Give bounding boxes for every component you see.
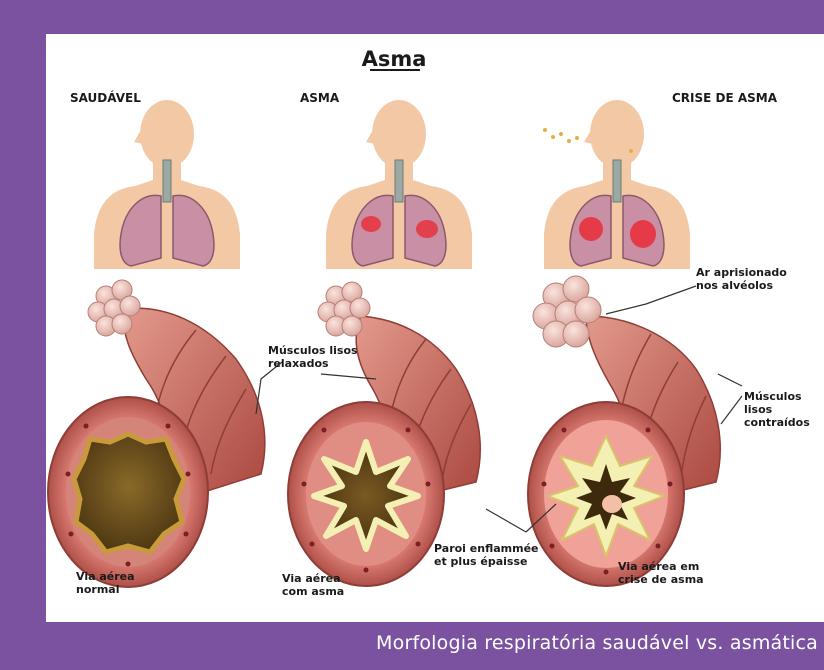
airway-label-asthma-2: com asma bbox=[282, 585, 344, 598]
figure-asthma bbox=[326, 100, 472, 269]
lumen-asthma bbox=[314, 442, 418, 549]
figure-asthma-crisis bbox=[543, 100, 690, 269]
trachea-crisis bbox=[613, 160, 621, 202]
callout-trapped-air-1: Ar aprisionado bbox=[696, 266, 787, 279]
heading-asthma-crisis: CRISE DE ASMA bbox=[672, 91, 778, 105]
head-asthma bbox=[372, 100, 426, 168]
asthma-diagram: Asma SAUDÁVEL ASMA CRISE DE ASMA bbox=[46, 34, 824, 622]
airway-label-healthy-1: Via aérea bbox=[76, 570, 135, 583]
inflammation-left-crisis bbox=[579, 217, 603, 241]
trachea-asthma bbox=[395, 160, 403, 202]
callout-trapped-air-2: nos alvéolos bbox=[696, 279, 773, 292]
lumen-healthy bbox=[74, 434, 184, 552]
head-crisis bbox=[590, 100, 644, 168]
inflammation-right-asthma bbox=[416, 220, 438, 238]
trachea-healthy bbox=[163, 160, 171, 202]
mucus-plug-crisis bbox=[602, 495, 622, 513]
callout-contracted-muscles-1: Músculos bbox=[744, 390, 802, 403]
diagram-title: Asma bbox=[362, 47, 427, 71]
inflammation-left-asthma bbox=[361, 216, 381, 232]
heading-healthy: SAUDÁVEL bbox=[70, 90, 141, 105]
callout-contracted-muscles-3: contraídos bbox=[744, 416, 810, 429]
alveoli-asthma bbox=[318, 282, 370, 336]
airway-label-crisis-1: Via aérea em bbox=[618, 560, 699, 573]
airway-label-crisis-2: crise de asma bbox=[618, 573, 704, 586]
callout-relaxed-muscles-1: Músculos lisos bbox=[268, 344, 358, 357]
figure-healthy bbox=[94, 100, 240, 269]
airway-label-healthy-2: normal bbox=[76, 583, 119, 596]
head-healthy bbox=[140, 100, 194, 168]
airway-asthma-crisis bbox=[528, 276, 720, 586]
callout-inflamed-wall-1: Paroi enflammée bbox=[434, 542, 538, 555]
airway-healthy bbox=[48, 280, 265, 587]
heading-asthma: ASMA bbox=[300, 91, 340, 105]
airway-asthma bbox=[288, 282, 480, 586]
callout-inflamed-wall-2: et plus épaisse bbox=[434, 555, 527, 568]
inflammation-right-crisis bbox=[630, 220, 656, 248]
callout-relaxed-muscles-2: relaxados bbox=[268, 357, 329, 370]
airway-label-asthma-1: Via aérea bbox=[282, 572, 341, 585]
figure-caption: Morfologia respiratória saudável vs. asm… bbox=[376, 632, 818, 654]
callout-contracted-muscles-2: lisos bbox=[744, 403, 773, 416]
diagram-panel: Asma SAUDÁVEL ASMA CRISE DE ASMA bbox=[46, 34, 824, 622]
